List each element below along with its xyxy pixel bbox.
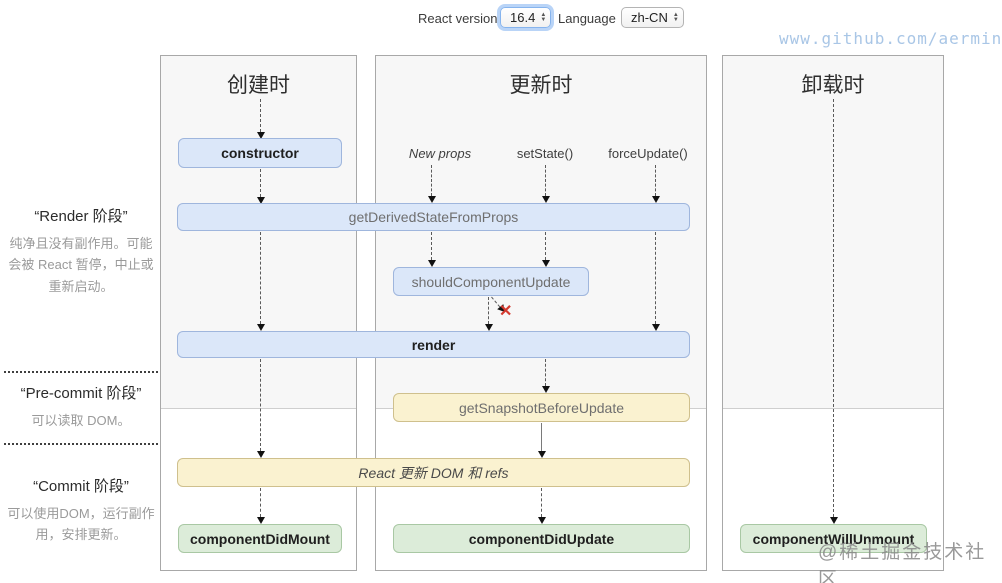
watermark-juejin: @稀土掘金技术社区 [818,542,987,583]
arrow [537,423,546,458]
phase-title: “Render 阶段” [34,208,128,225]
component-did-update-box[interactable]: componentDidUpdate [393,524,690,553]
arrow [256,169,265,204]
render-box[interactable]: render [177,331,690,358]
phase-title: “Pre-commit 阶段” [20,385,142,402]
trigger-setstate: setState() [516,146,574,161]
get-snapshot-before-update-box[interactable]: getSnapshotBeforeUpdate [393,393,690,422]
arrow [829,99,838,524]
arrow [256,232,265,331]
arrow [256,488,265,524]
phase-divider [4,443,158,445]
column-title-mounting: 创建时 [227,74,290,97]
arrow [427,165,436,203]
trigger-forceupdate: forceUpdate() [608,146,688,161]
arrow [541,232,550,267]
phase-precommit-label: “Pre-commit 阶段” 可以读取 DOM。 [6,382,156,431]
arrow [427,232,436,267]
arrow [651,232,660,331]
arrow [537,488,546,524]
component-did-mount-box[interactable]: componentDidMount [178,524,342,553]
stepper-icon: ▲▼ [540,11,547,23]
arrow [541,359,550,393]
get-derived-state-from-props-box[interactable]: getDerivedStateFromProps [177,203,690,231]
arrow [484,297,493,331]
arrow [256,99,265,139]
component-will-unmount-box[interactable]: componentWillUnmount [740,524,927,553]
react-updates-dom-box: React 更新 DOM 和 refs [177,458,690,487]
arrow [541,165,550,203]
phase-commit-label: “Commit 阶段” 可以使用DOM，运行副作用，安排更新。 [6,475,156,546]
stepper-icon: ▲▼ [672,11,679,23]
skip-update-x-icon: ✕ [499,303,513,320]
phase-desc: 纯净且没有副作用。可能会被 React 暂停，中止或重新启动。 [8,236,154,294]
react-version-value: 16.4 [510,10,536,25]
arrow [651,165,660,203]
phase-desc: 可以读取 DOM。 [31,413,131,428]
phase-title: “Commit 阶段” [33,478,129,495]
react-version-label: React version [418,11,498,26]
react-version-select[interactable]: 16.4 ▲▼ [500,7,552,28]
trigger-new-props: New props [408,146,472,161]
watermark-github: www.github.com/aermin [779,29,1002,48]
column-title-updating: 更新时 [509,74,573,97]
language-label: Language [558,11,616,26]
should-component-update-box[interactable]: shouldComponentUpdate [393,267,589,296]
phase-desc: 可以使用DOM，运行副作用，安排更新。 [7,506,155,543]
phase-divider [4,371,158,373]
phase-render-label: “Render 阶段” 纯净且没有副作用。可能会被 React 暂停，中止或重新… [6,205,156,297]
arrow [256,359,265,458]
language-value: zh-CN [631,10,668,25]
language-select[interactable]: zh-CN ▲▼ [621,7,684,28]
column-title-unmounting: 卸载时 [801,74,865,97]
constructor-box[interactable]: constructor [178,138,342,168]
